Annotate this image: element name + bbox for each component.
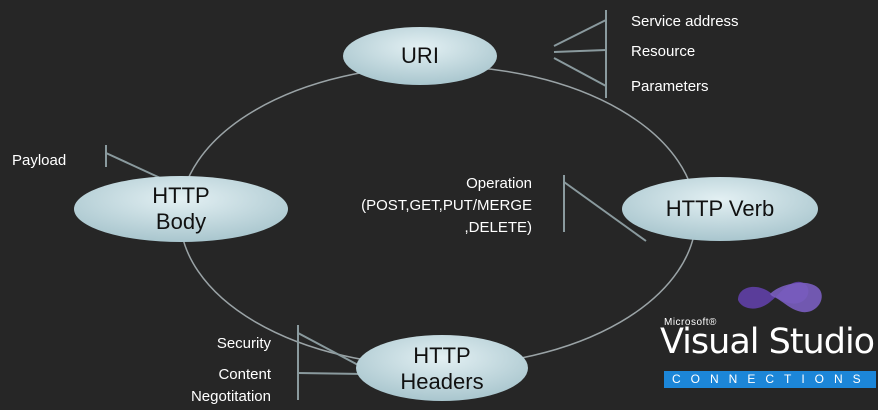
- logo-product-text: Visual Studio: [660, 322, 875, 362]
- logo-microsoft-text: Microsoft®: [664, 317, 717, 328]
- http-body-label: HTTP Body: [74, 183, 288, 235]
- http-body-label-line1: HTTP: [152, 183, 210, 208]
- http-verb-node: [622, 177, 818, 241]
- header-connectors: [297, 325, 365, 400]
- visual-studio-logo-icon: [738, 281, 822, 313]
- payload-label: Payload: [12, 152, 67, 169]
- operation-line3: ,DELETE): [464, 219, 532, 236]
- uri-item-service-address: Service address: [631, 13, 739, 30]
- http-body-label-line2: Body: [155, 209, 207, 234]
- http-headers-node: [356, 335, 528, 401]
- uri-item-parameters: Parameters: [631, 78, 709, 95]
- uri-connectors: [553, 10, 607, 98]
- operation-line1: Operation: [466, 175, 532, 192]
- header-item-content-negotiation: Content Negotitation: [150, 364, 271, 408]
- operation-line2: (POST,GET,PUT/MERGE: [361, 197, 532, 214]
- header-item-security: Security: [216, 335, 271, 352]
- http-headers-label: HTTP Headers: [356, 343, 528, 395]
- http-headers-label-line1: HTTP: [413, 343, 471, 368]
- uri-item-resource: Resource: [631, 43, 696, 60]
- content-line1: Content: [218, 366, 271, 383]
- content-line2: Negotitation: [190, 388, 271, 405]
- operation-connector: [563, 175, 647, 242]
- logo-tagline-band: CONNECTIONS: [664, 371, 876, 388]
- http-verb-label: HTTP Verb: [665, 196, 775, 221]
- http-body-node: [74, 176, 288, 242]
- uri-node: [343, 27, 497, 85]
- http-headers-label-line2: Headers: [400, 369, 484, 394]
- operation-label: Operation (POST,GET,PUT/MERGE ,DELETE): [300, 173, 532, 239]
- uri-label: URI: [401, 43, 439, 68]
